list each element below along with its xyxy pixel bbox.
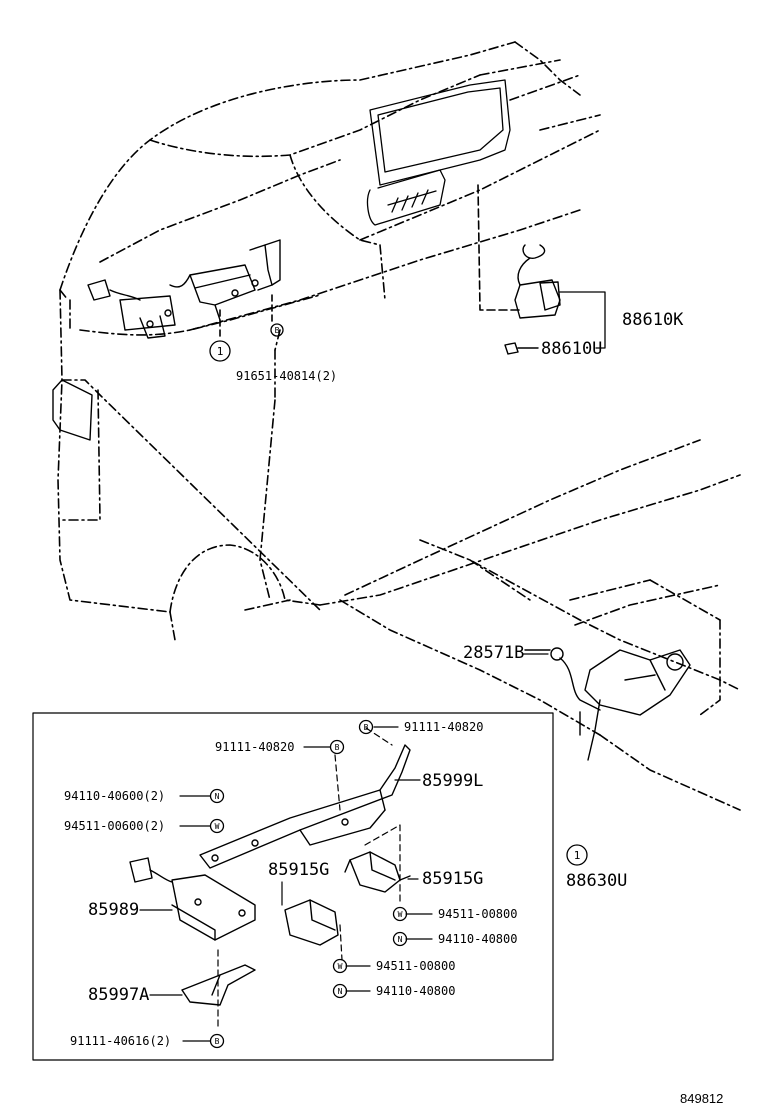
label-85915g-right: 85915G <box>422 869 484 889</box>
label-91111-40616: 91111-40616(2) <box>70 1034 172 1048</box>
vehicle-outline <box>57 41 741 811</box>
label-94110-40800-center: 94110-40800 <box>376 984 456 998</box>
label-91111-40820-left: 91111-40820 <box>215 740 295 754</box>
label-28571b: 28571B <box>463 643 525 663</box>
callout-1-assembly-ring <box>566 844 588 866</box>
svg-text:N: N <box>338 987 343 996</box>
figure-code: 849812 <box>680 1091 724 1106</box>
callout-1-vehicle: 1 <box>217 345 224 358</box>
svg-text:B: B <box>215 1037 220 1046</box>
bracket-85997a <box>181 964 256 1006</box>
callout-1-assembly: 1 <box>574 849 581 862</box>
label-85999l: 85999L <box>422 771 484 791</box>
module-85989 <box>129 857 256 941</box>
bracket-85999l <box>199 744 411 869</box>
bolt-b-top-letter: B <box>275 326 280 335</box>
actuator-28571b <box>524 647 691 761</box>
label-85997a: 85997A <box>88 985 150 1005</box>
label-85989: 85989 <box>88 900 140 920</box>
label-88610u: 88610U <box>541 339 603 359</box>
switch-88610k <box>504 244 561 355</box>
label-91651-40814: 91651-40814(2) <box>236 369 338 383</box>
label-88630u: 88630U <box>566 871 628 891</box>
label-94511-00800-right: 94511-00800 <box>438 907 518 921</box>
top-left-assembly <box>52 239 281 441</box>
assembly-box <box>32 712 554 1061</box>
svg-text:B: B <box>364 723 369 732</box>
label-94511-00600: 94511-00600(2) <box>64 819 166 833</box>
label-94110-40800-right: 94110-40800 <box>438 932 518 946</box>
leader-switch <box>477 184 521 311</box>
callout-1-vehicle-ring <box>209 340 231 362</box>
label-85915g-left: 85915G <box>268 860 330 880</box>
label-94511-00800-center: 94511-00800 <box>376 959 456 973</box>
svg-text:W: W <box>398 910 403 919</box>
bolt-b-top-ring <box>270 323 284 337</box>
label-94110-40600: 94110-40600(2) <box>64 789 166 803</box>
svg-text:W: W <box>215 822 220 831</box>
label-91111-40820-right: 91111-40820 <box>404 720 484 734</box>
svg-text:B: B <box>335 743 340 752</box>
label-88610k: 88610K <box>622 310 684 330</box>
relay-85915g-left <box>284 899 339 946</box>
svg-text:N: N <box>215 792 220 801</box>
svg-text:N: N <box>398 935 403 944</box>
instrument-panel <box>366 79 511 226</box>
svg-text:W: W <box>338 962 343 971</box>
